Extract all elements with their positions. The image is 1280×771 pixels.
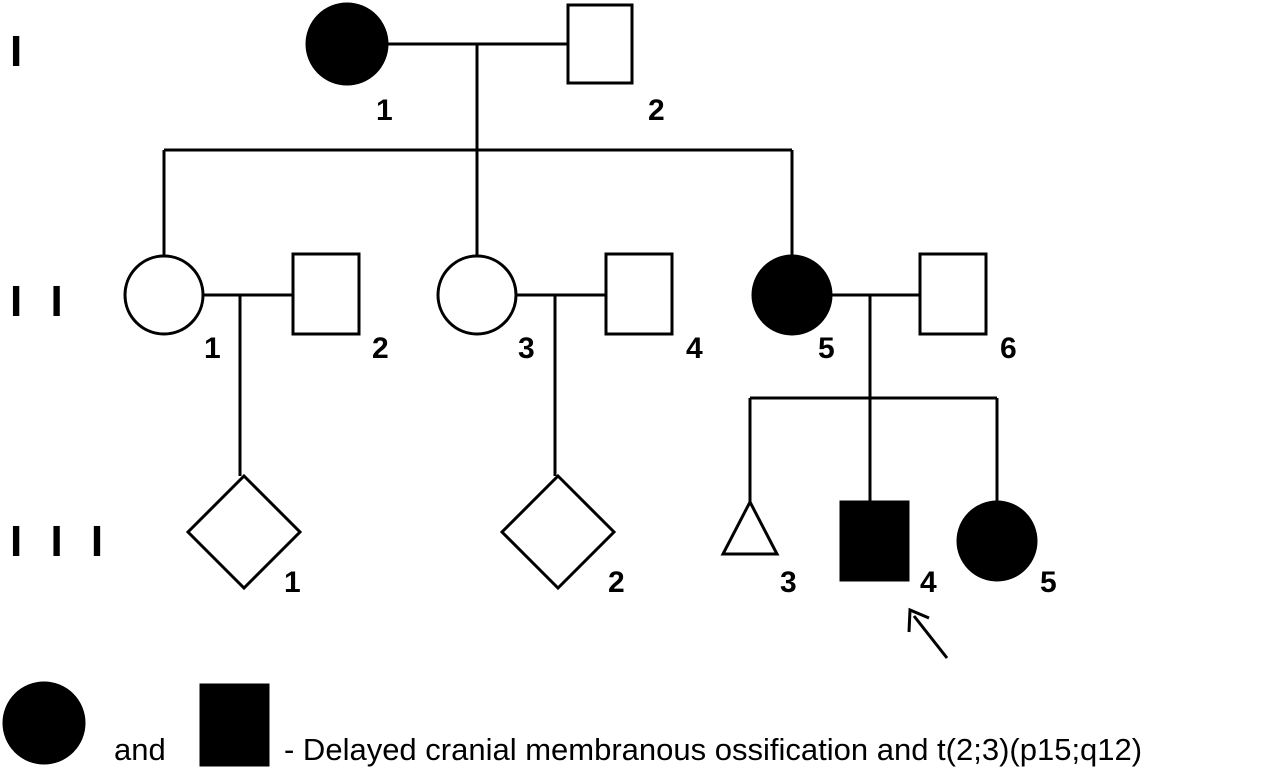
individual-label-iii-3: 3 — [780, 566, 797, 599]
individual-iii-2-unknown-sex — [499, 473, 617, 591]
individual-ii-2-male — [291, 252, 361, 336]
individual-label-iii-4: 4 — [920, 566, 937, 599]
individual-label-iii-5: 5 — [1040, 566, 1057, 599]
individual-ii-6-male — [918, 252, 988, 336]
individual-i-2-male — [566, 3, 634, 85]
individual-label-i-1: 1 — [376, 94, 393, 127]
generation-label-ii: I I — [10, 277, 71, 326]
individual-label-i-2: 2 — [648, 94, 665, 127]
individual-label-ii-4: 4 — [686, 332, 703, 365]
individual-ii-1-female — [123, 254, 205, 336]
individual-ii-3-female — [436, 254, 518, 336]
legend-description: - Delayed cranial membranous ossificatio… — [284, 732, 1142, 767]
individual-iii-1-unknown-sex — [185, 473, 303, 591]
individual-label-ii-6: 6 — [1000, 332, 1017, 365]
individual-i-1-affected-female — [305, 2, 389, 86]
individual-label-ii-1: 1 — [204, 332, 221, 365]
individual-label-ii-2: 2 — [372, 332, 389, 365]
individual-ii-5-affected-female — [751, 254, 833, 336]
legend-affected-female-symbol — [2, 681, 86, 765]
generation-label-iii: I I I — [10, 517, 111, 566]
individual-iii-5-affected-female — [956, 500, 1038, 582]
legend-and-text: and — [114, 732, 166, 767]
individual-label-ii-5: 5 — [818, 332, 835, 365]
individual-iii-4-affected-male-proband — [839, 500, 910, 582]
legend-affected-male-symbol — [199, 683, 270, 767]
individual-label-iii-2: 2 — [608, 566, 625, 599]
individual-iii-3-pregnancy-loss — [720, 498, 780, 556]
proband-arrow-icon — [907, 607, 949, 659]
individual-label-iii-1: 1 — [284, 566, 301, 599]
generation-label-i: I — [10, 27, 30, 76]
individual-label-ii-3: 3 — [518, 332, 535, 365]
individual-ii-4-male — [604, 252, 674, 336]
